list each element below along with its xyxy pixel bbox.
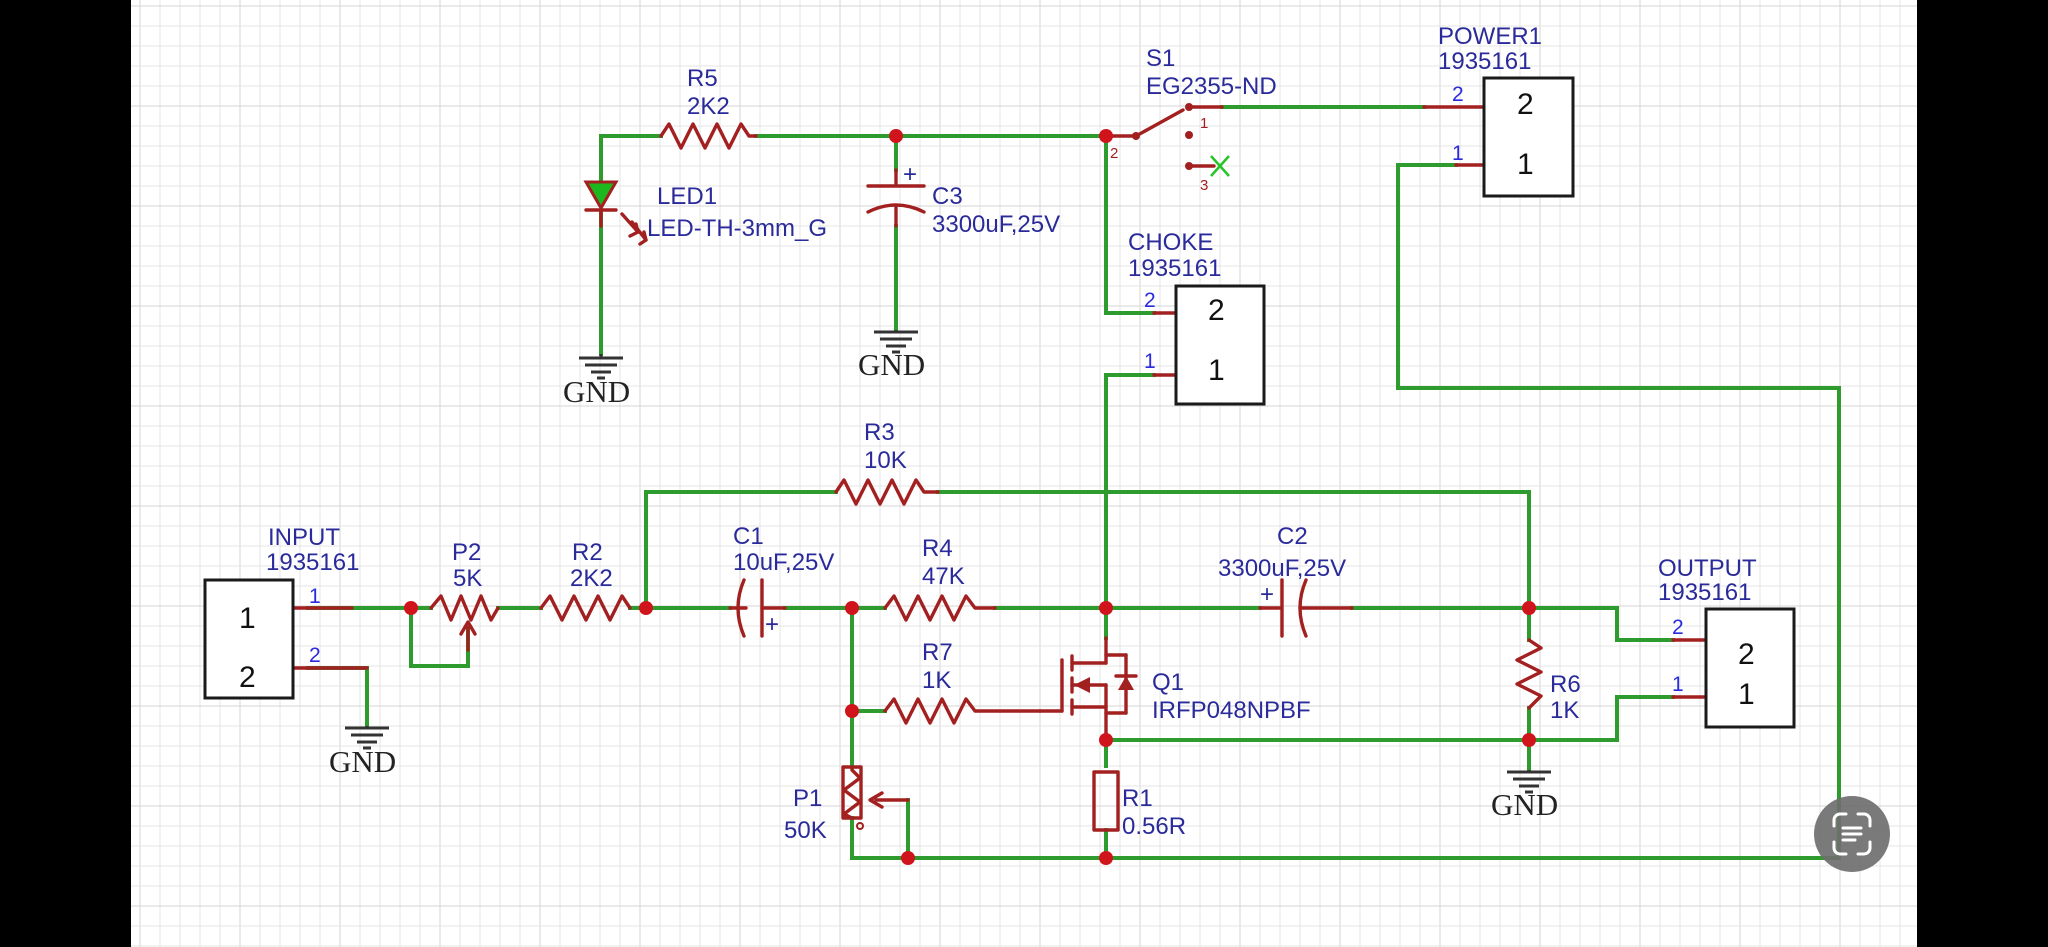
gnd-label-input: GND [329, 744, 396, 779]
power1-connector [1482, 76, 1575, 198]
p1-ref: P1 [793, 785, 822, 812]
output-box2: 2 [1738, 638, 1755, 671]
input-ref: INPUT [268, 524, 340, 551]
ground-symbols [345, 330, 1551, 794]
output-value: 1935161 [1658, 579, 1751, 606]
resistor-r7-symbol [883, 697, 1042, 725]
q1-value: IRFP048NPBF [1152, 697, 1311, 724]
resistor-r3-symbol [834, 478, 940, 506]
c1-value: 10uF,25V [733, 549, 834, 576]
r5-value: 2K2 [687, 93, 730, 120]
choke-box2: 2 [1208, 294, 1225, 327]
component-labels: R5 2K2 LED1 LED-TH-3mm_G + C3 3300uF,25V… [239, 23, 1757, 844]
resistor-r6-symbol [1515, 638, 1543, 710]
pot-p2-symbol [429, 594, 500, 622]
power1-box2: 2 [1517, 88, 1534, 121]
input-box1: 1 [239, 602, 256, 635]
wires [306, 105, 1841, 860]
input-pin1: 1 [309, 585, 321, 608]
power1-ref: POWER1 [1438, 23, 1542, 50]
r2-ref: R2 [572, 539, 603, 566]
input-pin2: 2 [309, 644, 321, 667]
c2-plus: + [1260, 581, 1274, 608]
output-box1: 1 [1738, 678, 1755, 711]
mosfet-q1-symbol [1038, 636, 1138, 742]
output-ref: OUTPUT [1658, 555, 1757, 582]
c1-plus: + [765, 611, 779, 638]
junctions [404, 129, 1536, 865]
r6-value: 1K [1550, 697, 1579, 724]
choke-pin1: 1 [1144, 350, 1156, 373]
choke-pin2: 2 [1144, 289, 1156, 312]
schematic-sheet [131, 0, 1917, 947]
r1-ref: R1 [1122, 785, 1153, 812]
led1-value: LED-TH-3mm_G [647, 215, 827, 242]
led1-ref: LED1 [657, 183, 717, 210]
r1-value: 0.56R [1122, 813, 1186, 840]
r3-ref: R3 [864, 419, 895, 446]
resistor-r1-symbol [1092, 770, 1120, 832]
gnd-label-r6: GND [1491, 787, 1558, 822]
power1-pin2: 2 [1452, 83, 1464, 106]
text-scan-button[interactable] [1814, 796, 1890, 872]
input-box2: 2 [239, 661, 256, 694]
resistor-r2-symbol [539, 594, 632, 622]
power1-pin1: 1 [1452, 142, 1464, 165]
r5-ref: R5 [687, 65, 718, 92]
q1-ref: Q1 [1152, 669, 1184, 696]
s1-pin3: 3 [1200, 177, 1208, 194]
s1-pin2: 2 [1110, 145, 1118, 162]
r4-ref: R4 [922, 535, 953, 562]
choke-value: 1935161 [1128, 255, 1221, 282]
p2-ref: P2 [452, 539, 481, 566]
parts [291, 103, 1708, 832]
output-pin2: 2 [1672, 616, 1684, 639]
gnd-label-led: GND [563, 374, 630, 409]
output-connector [1704, 607, 1796, 729]
text-scan-icon [1832, 812, 1872, 856]
r7-ref: R7 [922, 639, 953, 666]
gnd-label-c3: GND [858, 347, 925, 382]
connectors [203, 76, 1796, 729]
resistor-r5-symbol [659, 122, 758, 150]
r4-value: 47K [922, 563, 965, 590]
c3-value: 3300uF,25V [932, 211, 1060, 238]
s1-value: EG2355-ND [1146, 73, 1277, 100]
r6-ref: R6 [1550, 671, 1581, 698]
led-symbol [583, 180, 619, 212]
c2-value: 3300uF,25V [1218, 555, 1346, 582]
r2-value: 2K2 [570, 565, 613, 592]
ground-labels: GND GND GND GND [329, 347, 1558, 822]
input-connector [203, 578, 295, 700]
c3-plus: + [903, 161, 917, 188]
choke-connector [1174, 284, 1266, 406]
output-pin1: 1 [1672, 673, 1684, 696]
r3-value: 10K [864, 447, 907, 474]
s1-pin1: 1 [1200, 115, 1208, 132]
c1-ref: C1 [733, 523, 764, 550]
resistor-r4-symbol [883, 594, 997, 622]
choke-ref: CHOKE [1128, 229, 1213, 256]
p2-value: 5K [453, 565, 482, 592]
power1-value: 1935161 [1438, 48, 1531, 75]
choke-box1: 1 [1208, 354, 1225, 387]
c2-ref: C2 [1277, 523, 1308, 550]
input-value: 1935161 [266, 549, 359, 576]
p1-value: 50K [784, 817, 827, 844]
r7-value: 1K [922, 667, 951, 694]
c3-ref: C3 [932, 183, 963, 210]
power1-box1: 1 [1517, 148, 1534, 181]
s1-ref: S1 [1146, 45, 1175, 72]
